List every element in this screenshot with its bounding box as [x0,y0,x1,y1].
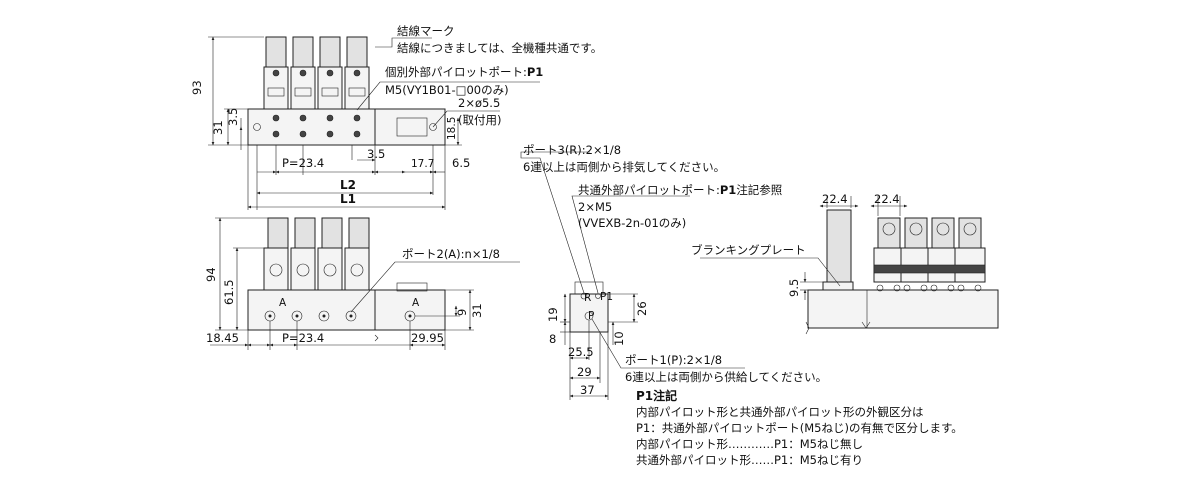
port1-note: 6連以上は両側から供給してください。 [625,370,827,384]
wiring-mark-label: 結線マーク [397,24,455,38]
dim-31-top: 31 [211,120,225,135]
pilot-port-label: 個別外部パイロットポート:P1 [385,65,543,79]
top-end-plate [374,108,446,146]
right-view: 22.4 22.4 ブランキングプレート 9.5 [691,192,999,335]
dim-37: 37 [580,383,595,397]
top-manifold-base [247,108,376,146]
dim-18-45: 18.45 [206,331,239,345]
p1-note: P1注記 内部パイロット形と共通外部パイロット形の外観区分は P1：共通外部パイ… [636,388,963,467]
dim-L1: L1 [340,192,356,206]
dim-3-5: 3.5 [367,147,385,161]
mount-hole-note: (取付用) [458,113,501,127]
note-title: P1注記 [636,388,677,403]
port1-label: ポート1(P):2×1/8 [625,353,722,367]
mount-hole-right [429,123,437,131]
dim-10: 10 [612,331,626,346]
mount-hole-leader [432,110,500,128]
dim-22-4-a: 22.4 [822,192,848,206]
front-solenoids [263,217,370,291]
dim-25-5: 25.5 [568,345,594,359]
dim-9-5: 9.5 [787,279,801,297]
dim-18-5: 18.5 [446,117,458,140]
dim-61-5: 61.5 [222,279,236,305]
port2-leader [350,261,520,313]
dim-19: 19 [546,307,560,322]
side-view: R P1 P 19 8 26 10 25.5 29 37 ポート3(R):2×1… [520,143,827,400]
right-base [807,289,999,329]
wiring-note: 結線につきましては、全機種共通です。 [397,41,602,55]
dim-29-95: 29.95 [411,331,444,345]
common-pilot-leader [571,195,690,294]
dim-26: 26 [635,301,649,316]
top-view: 93 31 3.5 18.5 P=23.4 3.5 17.7 6.5 L2 L1… [190,24,602,210]
port-A-label-2: A [412,297,420,309]
note-line-3: 内部パイロット形…………P1：M5ねじ無し [636,437,863,451]
note-line-2: P1：共通外部パイロットポート(M5ねじ)の有無で区分します。 [636,421,963,435]
dim-94: 94 [204,267,218,282]
pilot-port-leader [356,81,540,111]
dim-9: 9 [455,309,469,316]
port-A-label-1: A [279,297,287,309]
port3-label: ポート3(R):2×1/8 [523,143,621,157]
dim-pitch-top: P=23.4 [282,156,324,170]
note-line-1: 内部パイロット形と共通外部パイロット形の外観区分は [636,405,924,419]
front-manifold-base [247,289,376,331]
dim-6-5: 6.5 [452,156,470,170]
port2-label: ポート2(A):n×1/8 [402,247,500,261]
port3-leader [520,151,590,294]
pilot-port-spec: M5(VY1B01-□00のみ) [385,83,509,97]
note-line-4: 共通外部パイロット形……P1：M5ねじ有り [636,453,863,467]
dim-31-front: 31 [470,303,484,318]
dim-17-7: 17.7 [411,158,434,170]
dim-93: 93 [190,80,204,95]
dim-L2: L2 [340,178,356,192]
top-port-markers [272,114,361,138]
blanking-plate-label: ブランキングプレート [691,243,806,257]
common-pilot-spec: 2×M5 [578,200,612,214]
dim-pitch-front: P=23.4 [282,331,324,345]
mark-P1: P1 [600,291,613,303]
dim-29: 29 [577,365,592,379]
dim-8: 8 [549,332,556,346]
blanking-plate [826,209,852,283]
dim-22-4-b: 22.4 [874,192,900,206]
mount-hole-label: 2×ø5.5 [458,96,500,110]
port3-note: 6連以上は両側から排気してください。 [523,160,725,174]
port1-leader [591,318,745,369]
wiring-mark-leader [375,37,432,48]
right-valves [873,217,986,292]
mark-P: P [588,310,594,322]
mount-hole-left [253,123,261,131]
common-pilot-label: 共通外部パイロットポート:P1注記参照 [578,183,782,197]
common-pilot-model: (VVEXB-2n-01のみ) [578,216,686,230]
top-solenoid-connectors [263,36,370,110]
dim-3-5-left: 3.5 [226,108,240,126]
front-view: A A 94 61.5 31 9 18.45 P=23.4 29.95 ポート2… [204,217,520,350]
blanking-plate-leader [700,257,841,287]
mark-R: R [584,292,591,304]
